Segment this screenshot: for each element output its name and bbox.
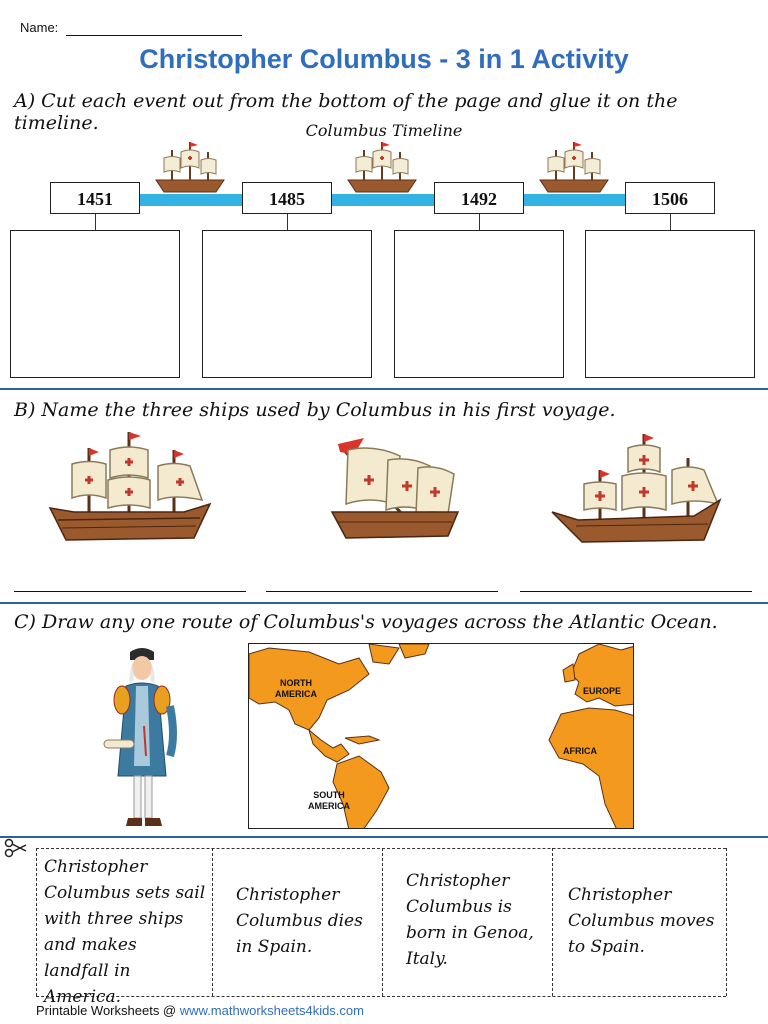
footer-url[interactable]: www.mathworksheets4kids.com [179,1003,364,1018]
timeline-water [140,194,242,206]
timeline-year: 1492 [434,182,524,214]
cut-line [552,848,553,996]
ship-icon [155,142,225,193]
footer: Printable Worksheets @ www.mathworksheet… [36,1003,364,1018]
section-divider [0,388,768,390]
timeline-year: 1485 [242,182,332,214]
timeline-stem [287,214,288,230]
cut-line [36,848,37,996]
cut-line [36,848,726,849]
ship-icon [551,434,722,543]
section-divider [0,836,768,838]
cut-line [212,848,213,996]
ship-icon [330,438,460,539]
section-divider [0,602,768,604]
name-field[interactable] [66,35,242,36]
name-label: Name: [20,20,59,35]
page-title: Christopher Columbus - 3 in 1 Activity [139,44,629,74]
timeline-title: Columbus Timeline [305,121,463,140]
cut-line [36,996,726,997]
map-label-south-america: SOUTH AMERICA [308,790,350,811]
world-map[interactable]: NORTH AMERICA SOUTH AMERICA EUROPE AFRIC… [248,643,634,829]
timeline-water [332,194,434,206]
glue-box-1506[interactable] [585,230,755,378]
ship-name-answer-line[interactable] [266,591,498,592]
world-map-graphic [249,644,633,828]
cut-line [726,848,727,996]
event-text: Christopher Columbus moves to Spain. [568,885,715,957]
ship-icon [539,142,609,193]
event-text: Christopher Columbus is born in Genoa, I… [406,871,534,969]
event-card[interactable]: Christopher Columbus is born in Genoa, I… [384,848,550,996]
section-a-prompt: A) Cut each event out from the bottom of… [14,90,678,134]
event-text: Christopher Columbus dies in Spain. [236,885,363,957]
glue-box-1492[interactable] [394,230,564,378]
ship-icon [48,432,212,541]
timeline-year: 1506 [625,182,715,214]
scissors-icon [4,838,27,858]
timeline-stem [479,214,480,230]
ship-icon [347,142,417,193]
section-c-prompt: C) Draw any one route of Columbus's voya… [14,611,718,633]
timeline-year: 1451 [50,182,140,214]
map-label-europe: EUROPE [583,686,622,696]
glue-box-1485[interactable] [202,230,372,378]
event-text: Christopher Columbus sets sail with thre… [44,857,206,1007]
timeline-stem [95,214,96,230]
ship-name-answer-line[interactable] [520,591,752,592]
section-b-prompt: B) Name the three ships used by Columbus… [14,399,616,421]
glue-box-1451[interactable] [10,230,180,378]
event-card[interactable]: Christopher Columbus moves to Spain. [554,848,724,996]
columbus-figure [103,648,177,826]
ship-name-answer-line[interactable] [14,591,246,592]
event-card[interactable]: Christopher Columbus sets sail with thre… [38,848,210,1007]
event-card[interactable]: Christopher Columbus dies in Spain. [214,848,380,996]
timeline-water [524,194,626,206]
map-label-africa: AFRICA [563,746,597,756]
timeline-stem [670,214,671,230]
footer-label: Printable Worksheets @ [36,1003,180,1018]
cut-line [382,848,383,996]
map-label-north-america: NORTH AMERICA [275,678,317,699]
